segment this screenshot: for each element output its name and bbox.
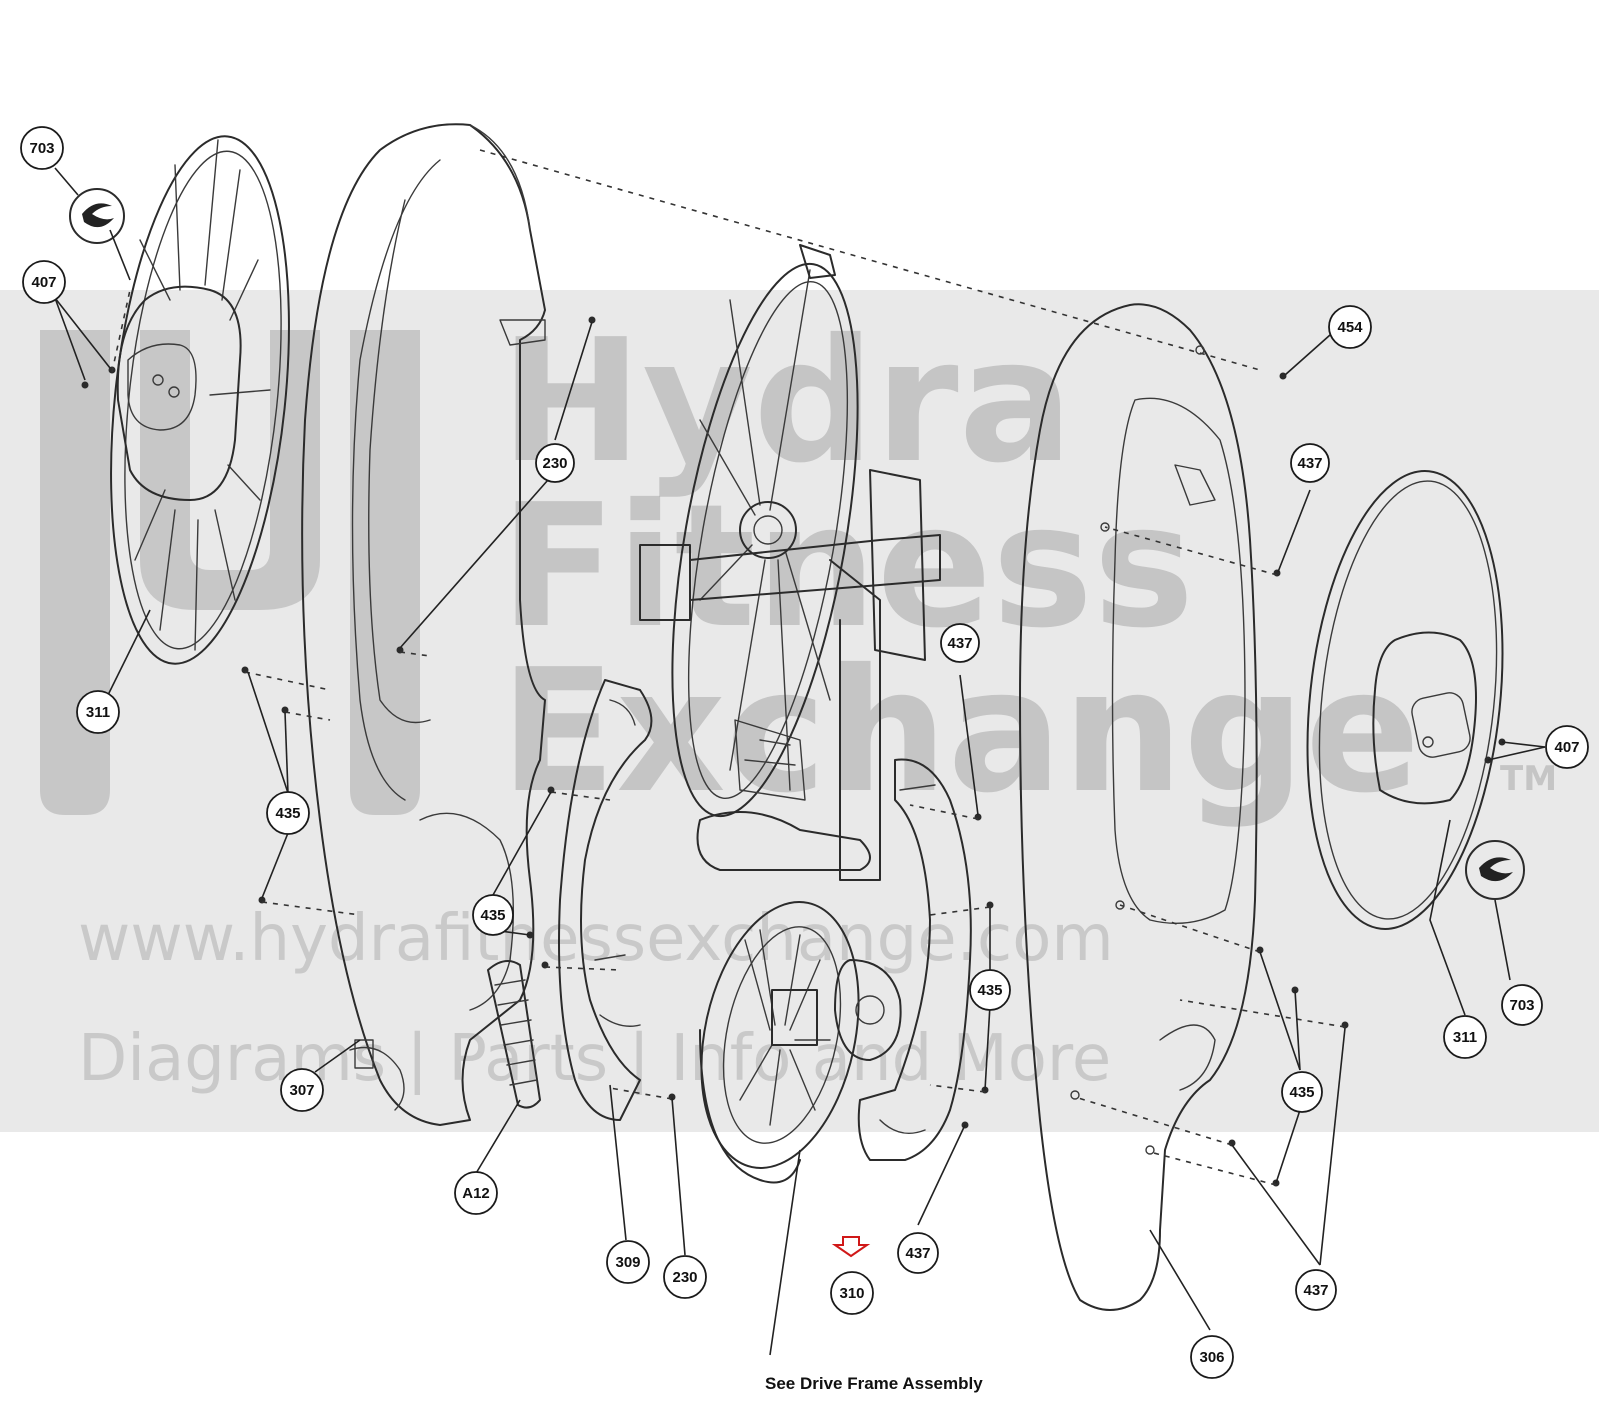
callout-435-right: 435 (1281, 1071, 1323, 1113)
svg-text:309: 309 (615, 1254, 640, 1271)
wheel-cover-right (1306, 470, 1504, 930)
callout-407-left: 407 (22, 260, 66, 304)
bracket-cover-437 (857, 758, 972, 1161)
watermark-line1: Hydra (500, 303, 1073, 501)
svg-text:307: 307 (289, 1082, 314, 1099)
callout-307: 307 (280, 1068, 324, 1112)
see-drive-frame-note: See Drive Frame Assembly (765, 1374, 983, 1393)
callout-230-bottom: 230 (663, 1255, 707, 1299)
watermark-line3: Exchange (500, 633, 1420, 831)
svg-text:311: 311 (86, 704, 110, 721)
callout-309: 309 (606, 1240, 650, 1284)
svg-text:435: 435 (480, 907, 505, 924)
watermark: Hydra Fitness Exchange TM www.hydrafitne… (0, 290, 1599, 1132)
svg-text:230: 230 (672, 1269, 697, 1286)
callout-435-mid: 435 (472, 894, 514, 936)
watermark-url: www.hydrafitnessexchange.com (78, 902, 1114, 976)
down-arrow-icon (831, 1236, 871, 1258)
wheel-cover-left (110, 135, 290, 665)
callout-437-bottom: 437 (897, 1232, 939, 1274)
callout-703-right: 703 (1501, 984, 1543, 1026)
callout-230-top: 230 (535, 443, 575, 483)
callout-407-right: 407 (1545, 725, 1589, 769)
svg-text:407: 407 (1554, 739, 1579, 756)
callouts: 703 407 311 230 435 435 307 A12 309 230 … (20, 126, 1589, 1379)
svg-text:703: 703 (29, 140, 54, 157)
watermark-tm: TM (1500, 759, 1557, 799)
fastener-dash-lines (111, 289, 1346, 1186)
callout-A12: A12 (454, 1171, 498, 1215)
svg-text:230: 230 (542, 455, 567, 472)
svg-text:437: 437 (1297, 455, 1322, 472)
svg-text:435: 435 (977, 982, 1002, 999)
housing-right-306 (1019, 303, 1258, 1311)
cover-309 (558, 679, 653, 1121)
watermark-line2: Fitness (500, 468, 1194, 666)
svg-text:306: 306 (1199, 1349, 1224, 1366)
callout-leaders (54, 167, 1546, 1356)
grip-pad-A12 (487, 960, 541, 1109)
callout-310: 310 (830, 1271, 874, 1315)
svg-text:454: 454 (1337, 319, 1363, 336)
callout-435-right-mid: 435 (969, 969, 1011, 1011)
housing-left-307 (301, 123, 546, 1126)
svg-text:A12: A12 (462, 1185, 490, 1202)
svg-text:435: 435 (1289, 1084, 1314, 1101)
alignment-dash-line (479, 149, 1261, 371)
callout-311-left: 311 (76, 690, 120, 734)
svg-text:311: 311 (1453, 1029, 1477, 1046)
callout-306: 306 (1190, 1335, 1234, 1379)
callout-437-mid: 437 (940, 623, 980, 663)
svg-text:437: 437 (947, 635, 972, 652)
drive-frame-assembly (639, 244, 941, 1184)
callout-435-left: 435 (266, 791, 310, 835)
watermark-tagline: Diagrams | Parts | Info and More (78, 1022, 1111, 1096)
svg-text:435: 435 (275, 805, 300, 822)
svg-text:703: 703 (1509, 997, 1534, 1014)
callout-311-right: 311 (1443, 1015, 1487, 1059)
callout-437-right: 437 (1295, 1269, 1337, 1311)
swirl-logo-icon (1465, 840, 1525, 900)
callout-437-top: 437 (1290, 443, 1330, 483)
svg-text:437: 437 (1303, 1282, 1328, 1299)
svg-text:407: 407 (31, 274, 56, 291)
callout-454: 454 (1328, 305, 1372, 349)
svg-text:437: 437 (905, 1245, 930, 1262)
svg-text:310: 310 (839, 1285, 864, 1302)
swirl-logo-icon (69, 188, 125, 244)
callout-703-left: 703 (20, 126, 64, 170)
parts-line-drawing (54, 123, 1546, 1356)
